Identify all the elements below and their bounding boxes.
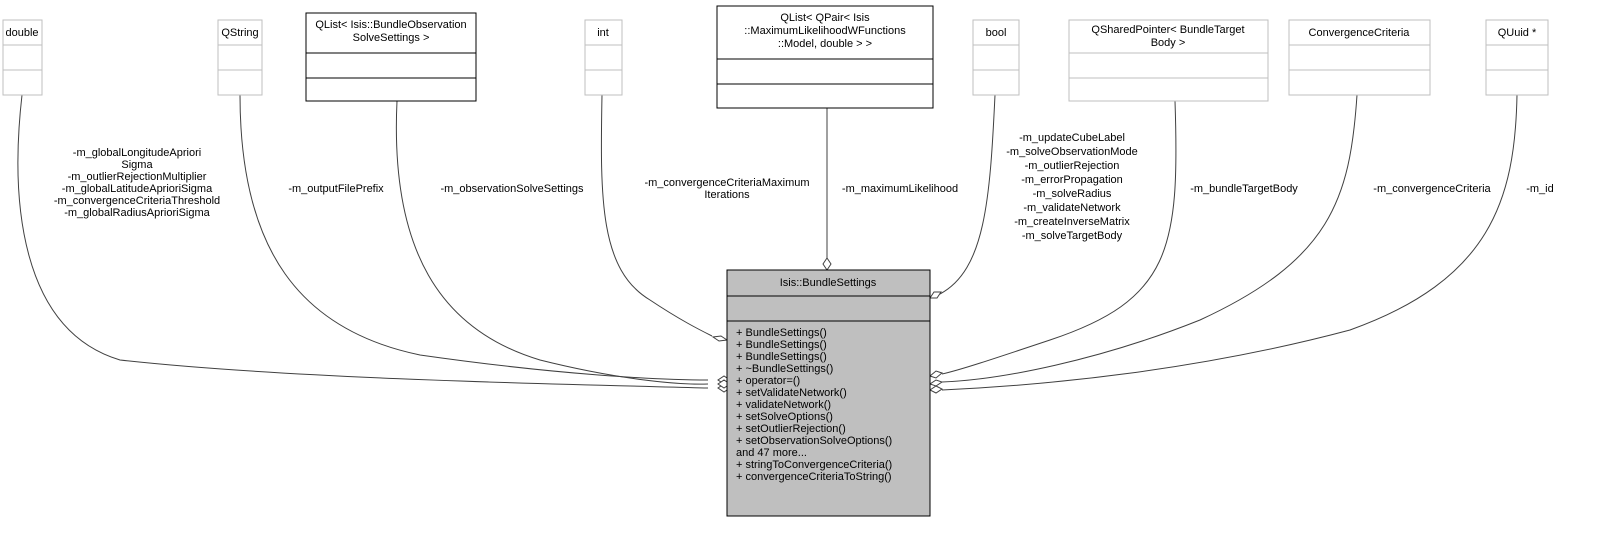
diamond-icon [928,370,944,379]
edge-label: -m_globalLatitudeAprioriSigma [62,183,213,195]
edge-label: -m_errorPropagation [1021,174,1123,186]
method: + validateNetwork() [736,399,831,411]
edge-labels: -m_globalLongitudeApriori Sigma -m_outli… [54,132,1554,242]
class-qlist-observation-solve-settings[interactable]: QList< Isis::BundleObservation SolveSett… [305,12,477,102]
edge-label: -m_convergenceCriteriaThreshold [54,195,220,207]
class-name: ::Model, double > > [778,38,872,50]
edge-label: -m_maximumLikelihood [842,183,958,195]
edge-convergence [941,94,1358,383]
edge-label: -m_outlierRejection [1025,160,1120,172]
edge-label: -m_convergenceCriteriaMaximum [644,177,809,189]
edge-label: -m_validateNetwork [1023,202,1121,214]
class-bool[interactable]: bool [972,19,1020,96]
diamond-icon [711,335,729,342]
method: + setOutlierRejection() [736,423,846,435]
class-convergence-criteria[interactable]: ConvergenceCriteria [1288,19,1431,96]
class-name: SolveSettings > [353,32,430,44]
method: + setObservationSolveOptions() [736,435,892,447]
class-name: ::MaximumLikelihoodWFunctions [744,25,906,37]
edge-int [600,94,713,337]
edge-double [17,94,709,389]
edge-label: -m_convergenceCriteria [1373,183,1491,195]
edge-label: -m_outlierRejectionMultiplier [68,171,207,183]
edge-quuid [941,94,1518,391]
class-name: double [5,27,38,39]
edge-qstring [239,94,709,381]
edge-label: -m_createInverseMatrix [1014,216,1130,228]
more-methods: and 47 more... [736,447,807,459]
edge-obs [395,100,709,385]
method: + stringToConvergenceCriteria() [736,459,892,471]
class-name: ConvergenceCriteria [1309,27,1411,39]
diamond-icon [929,291,942,299]
edge-label: -m_globalRadiusAprioriSigma [64,207,210,219]
method: + ~BundleSettings() [736,363,833,375]
edge-label: -m_solveTargetBody [1022,230,1123,242]
edge-label: -m_bundleTargetBody [1190,183,1298,195]
diamond-icon [929,385,943,394]
method: + convergenceCriteriaToString() [736,471,892,483]
edges [17,94,1518,391]
edge-label: -m_globalLongitudeApriori [73,147,201,159]
edge-label: -m_outputFilePrefix [288,183,384,195]
edge-label: -m_solveRadius [1033,188,1112,200]
class-double[interactable]: double [2,19,43,96]
edge-label: Iterations [704,189,750,201]
main-class-name: Isis::BundleSettings [780,277,877,289]
method: + BundleSettings() [736,327,827,339]
edge-label: -m_id [1526,183,1554,195]
edge-label: Sigma [121,159,153,171]
edge-label: -m_observationSolveSettings [440,183,584,195]
class-name: QList< QPair< Isis [780,12,870,24]
method: + setValidateNetwork() [736,387,847,399]
class-name: Body > [1151,37,1186,49]
class-name: QUuid * [1498,27,1537,39]
class-bundle-settings[interactable]: Isis::BundleSettings + BundleSettings() … [726,269,931,517]
class-quuid[interactable]: QUuid * [1485,19,1549,96]
class-qstring[interactable]: QString [217,19,263,96]
method: + BundleSettings() [736,339,827,351]
class-name: QList< Isis::BundleObservation [315,19,466,31]
edge-bool [939,94,996,295]
method: + setSolveOptions() [736,411,833,423]
edge-label: -m_updateCubeLabel [1019,132,1125,144]
class-name: QString [221,27,258,39]
class-qlist-qpair-model[interactable]: QList< QPair< Isis ::MaximumLikelihoodWF… [716,5,934,109]
edge-label: -m_solveObservationMode [1006,146,1137,158]
method-list: + BundleSettings() + BundleSettings() + … [736,327,892,483]
class-name: bool [986,27,1007,39]
method: + BundleSettings() [736,351,827,363]
class-name: int [597,27,609,39]
method: + operator=() [736,375,800,387]
class-name: QSharedPointer< BundleTarget [1091,24,1244,36]
class-qsharedpointer-bundle-target-body[interactable]: QSharedPointer< BundleTarget Body > [1068,19,1269,102]
diamond-icon [928,379,944,387]
diamond-icon [822,257,832,271]
class-int[interactable]: int [584,19,623,96]
edge-target [941,100,1177,375]
